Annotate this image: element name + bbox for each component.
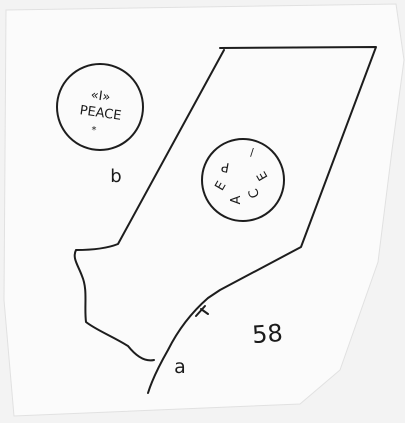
paper-sheet (4, 4, 404, 416)
stamp-a-tick: / (250, 146, 254, 159)
label-a: a (174, 356, 186, 378)
stamp-b-line-1: «I» (90, 88, 112, 106)
label-b: b (110, 166, 121, 187)
page-number: 58 (251, 319, 283, 349)
stamp-b-line-3: * (92, 125, 97, 136)
stamp-a-letter-3: A (229, 195, 244, 204)
